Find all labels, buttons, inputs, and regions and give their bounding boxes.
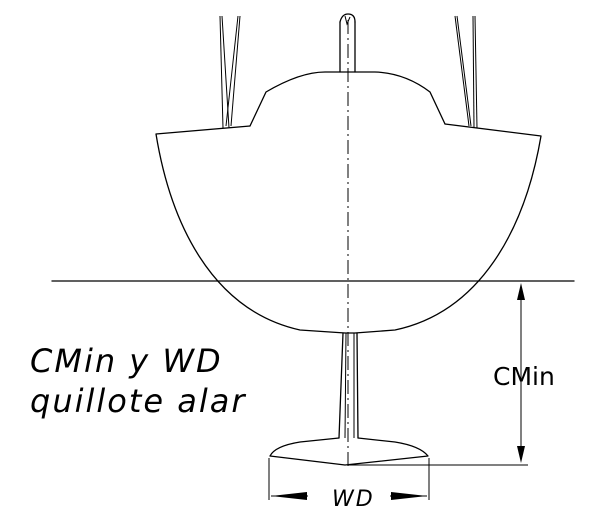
right-shroud bbox=[454, 15, 478, 129]
cmin-dimension bbox=[348, 283, 528, 466]
caption-line-1: CMin y WD bbox=[30, 342, 223, 380]
winged-bulb bbox=[269, 437, 429, 466]
keel-fin bbox=[338, 332, 359, 439]
mast bbox=[339, 13, 356, 73]
caption-line-2: quillote alar bbox=[30, 382, 247, 420]
hull-outline bbox=[155, 123, 542, 334]
cmin-label: CMin bbox=[493, 362, 555, 391]
wd-dimension bbox=[268, 458, 430, 500]
cabin-outline bbox=[249, 71, 446, 127]
left-shroud bbox=[219, 15, 241, 129]
wd-label: WD bbox=[332, 487, 375, 512]
